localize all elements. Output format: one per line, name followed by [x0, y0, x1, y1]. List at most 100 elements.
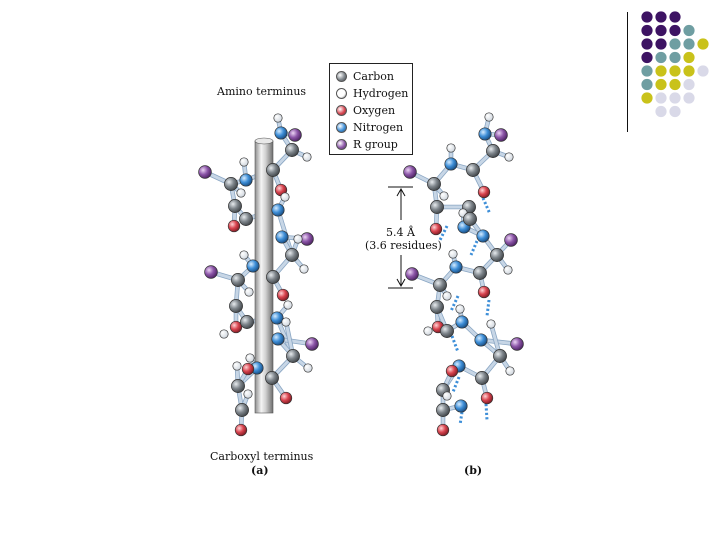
- decorative-dot: [641, 78, 653, 91]
- hydrogen-atom: [243, 389, 253, 399]
- divider-line: [627, 12, 628, 132]
- decorative-dot: [683, 65, 695, 77]
- legend-item-r-group: R group: [336, 136, 398, 152]
- carbon-atom-icon: [336, 70, 347, 82]
- decorative-dot: [655, 38, 667, 50]
- carboxyl-terminus-label: Carboxyl terminus: [210, 450, 314, 463]
- nitrogen-atom: [455, 315, 469, 329]
- carbon-atom: [440, 324, 454, 338]
- nitrogen-atom: [271, 332, 285, 346]
- carbon-atom: [265, 371, 279, 385]
- legend-item-carbon: Carbon: [336, 68, 394, 84]
- hydrogen-bond: [451, 376, 461, 393]
- hydrogen-bond: [481, 197, 492, 215]
- hydrogen-atom: [245, 353, 255, 363]
- carbon-atom: [463, 212, 477, 226]
- hydrogen-atom: [239, 250, 249, 260]
- legend-label: Oxygen: [353, 103, 396, 117]
- hydrogen-atom: [446, 143, 456, 153]
- hydrogen-atom: [303, 363, 313, 373]
- decorative-dot: [655, 11, 667, 23]
- r-group-atom: [204, 265, 218, 279]
- panel-b-label: (b): [464, 464, 483, 477]
- hydrogen-bond: [449, 295, 460, 312]
- r-group-atom: [510, 337, 524, 351]
- hydrogen-atom: [244, 287, 254, 297]
- hydrogen-atom: [239, 157, 249, 167]
- nitrogen-atom: [239, 173, 253, 187]
- legend-label: Nitrogen: [353, 120, 404, 134]
- carbon-atom: [266, 163, 280, 177]
- hydrogen-atom: [448, 249, 458, 259]
- hydrogen-atom: [232, 361, 242, 371]
- nitrogen-atom: [449, 260, 463, 274]
- pitch-value-label: 5.4 Å: [386, 226, 415, 239]
- carbon-atom: [235, 403, 249, 417]
- carbon-atom: [231, 273, 245, 287]
- hydrogen-atom: [442, 391, 452, 401]
- carbon-atom: [430, 200, 444, 214]
- helix-b-atoms: [403, 112, 524, 437]
- nitrogen-atom: [274, 126, 288, 140]
- carbon-atom: [229, 299, 243, 313]
- hydrogen-atom: [293, 234, 303, 244]
- carbon-atom: [436, 403, 450, 417]
- decorative-dot: [655, 78, 667, 91]
- decorative-dot: [683, 38, 695, 50]
- carbon-atom: [486, 144, 500, 158]
- carbon-atom: [427, 177, 441, 191]
- carbon-atom: [466, 163, 480, 177]
- decorative-dot: [655, 24, 667, 37]
- carbon-atom: [224, 177, 238, 191]
- pitch-residues-label: (3.6 residues): [365, 239, 442, 252]
- decorative-dot: [655, 65, 667, 77]
- decorative-dot: [697, 65, 709, 77]
- nitrogen-atom: [478, 127, 492, 141]
- helix-b-hydrogen-bonds: [438, 197, 492, 426]
- decorative-dot-grid: [641, 11, 709, 118]
- oxygen-atom: [445, 364, 459, 378]
- carbon-atom: [490, 248, 504, 262]
- carbon-atom: [285, 248, 299, 262]
- hydrogen-bond: [469, 240, 479, 256]
- hydrogen-bond: [458, 411, 464, 426]
- hydrogen-atom: [423, 326, 433, 336]
- r-group-atom: [305, 337, 319, 351]
- hydrogen-atom: [273, 113, 283, 123]
- decorative-dot: [641, 11, 653, 23]
- hydrogen-atom: [442, 291, 452, 301]
- carbon-atom: [475, 371, 489, 385]
- decorative-dot: [669, 51, 681, 64]
- oxygen-atom: [241, 362, 255, 376]
- hydrogen-atom: [505, 366, 515, 376]
- oxygen-atom: [234, 423, 248, 437]
- nitrogen-atom: [275, 230, 289, 244]
- decorative-dot: [655, 105, 667, 118]
- hydrogen-atom: [302, 152, 312, 162]
- hydrogen-atom: [503, 265, 513, 275]
- carbon-atom: [433, 278, 447, 292]
- decorative-dot: [669, 92, 681, 104]
- amino-terminus-label: Amino terminus: [217, 85, 307, 98]
- carbon-atom: [239, 212, 253, 226]
- r-group-atom: [494, 128, 508, 142]
- r-group-atom: [405, 267, 419, 281]
- nitrogen-atom: [271, 203, 285, 217]
- oxygen-atom: [480, 391, 494, 405]
- hydrogen-atom: [439, 191, 449, 201]
- carbon-atom: [430, 300, 444, 314]
- panel-a-label: (a): [251, 464, 269, 477]
- nitrogen-atom-icon: [336, 121, 347, 133]
- atom-legend: Carbon Hydrogen Oxygen Nitrogen R group: [329, 63, 413, 155]
- oxygen-atom: [429, 222, 443, 236]
- hydrogen-atom: [504, 152, 514, 162]
- hydrogen-bond: [484, 403, 489, 421]
- nitrogen-atom: [270, 311, 284, 325]
- decorative-dot: [697, 38, 709, 50]
- legend-item-nitrogen: Nitrogen: [336, 119, 403, 135]
- pitch-marker: [388, 186, 413, 289]
- oxygen-atom: [276, 288, 290, 302]
- oxygen-atom: [229, 320, 243, 334]
- legend-item-oxygen: Oxygen: [336, 102, 395, 118]
